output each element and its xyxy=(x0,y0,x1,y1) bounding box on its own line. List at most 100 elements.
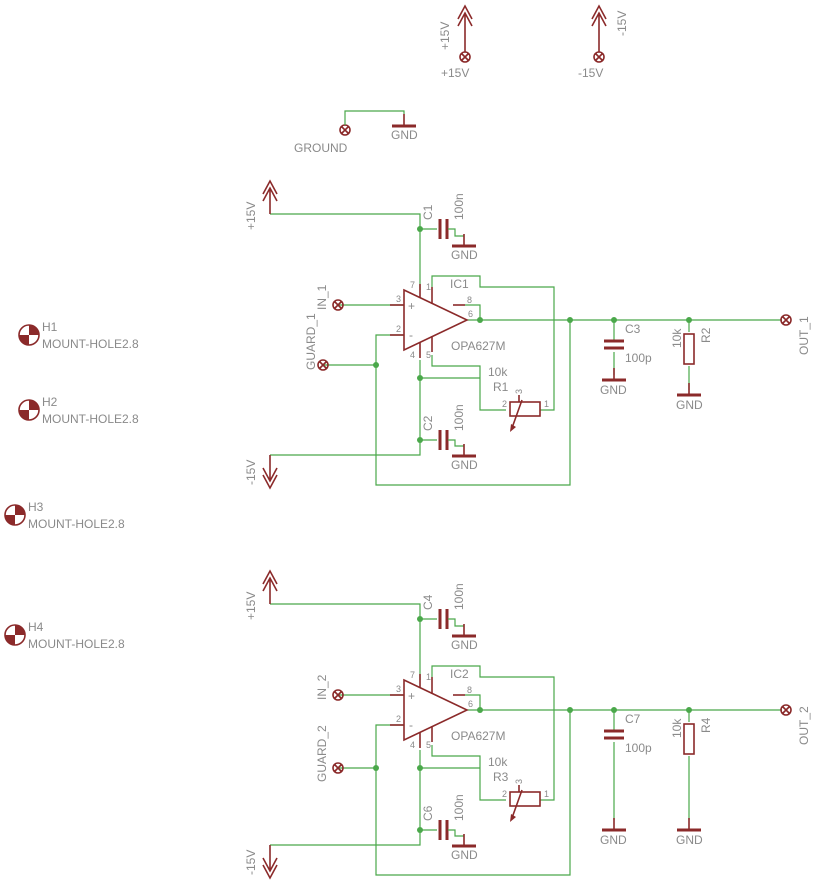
capacitor-c1: C1 100n GND xyxy=(421,193,478,262)
r3-value: 10k xyxy=(488,755,508,769)
supply-plus15-label: +15V xyxy=(441,66,469,80)
ic2-pin2: 2 xyxy=(396,714,401,724)
r3-label: R3 xyxy=(493,770,509,784)
r3-pin3: 3 xyxy=(514,779,524,784)
mount-hole-value: MOUNT-HOLE2.8 xyxy=(42,337,139,351)
resistor-r4: 10k R4 GND xyxy=(670,717,713,847)
r1-pin1: 1 xyxy=(544,399,549,409)
ic2-pin4: 4 xyxy=(410,740,415,750)
mount-hole-h2: H2 MOUNT-HOLE2.8 xyxy=(18,395,139,426)
ic1-pin2: 2 xyxy=(396,324,401,334)
mount-hole-value: MOUNT-HOLE2.8 xyxy=(28,637,125,651)
ch2-plus15-label: +15V xyxy=(244,592,258,620)
ch1-plus15-supply: +15V xyxy=(244,180,278,230)
ic2-plus-sign: + xyxy=(408,689,415,703)
ch2-in-label: IN_2 xyxy=(315,674,329,700)
ic2-label: IC2 xyxy=(450,667,469,681)
c7-label: C7 xyxy=(625,712,641,726)
ic1-pin1: 1 xyxy=(426,282,431,292)
ic2-pin8: 8 xyxy=(467,685,472,695)
channel-2-wires xyxy=(270,603,782,876)
ic2-value: OPA627M xyxy=(451,729,505,743)
ch1-minus15-label: -15V xyxy=(244,460,258,485)
r4-gnd-label: GND xyxy=(676,833,703,847)
ch2-plus15-supply: +15V xyxy=(244,570,278,620)
capacitor-c2: C2 100n GND xyxy=(421,404,478,472)
r1-pin2: 2 xyxy=(502,399,507,409)
ch1-guard-label: GUARD_1 xyxy=(304,313,318,370)
opamp-ic1: + - 3 2 7 4 1 5 8 6 IC1 OPA627M xyxy=(390,277,505,360)
ch2-out-label: OUT_2 xyxy=(797,706,811,745)
c7-gnd-label: GND xyxy=(600,833,627,847)
mount-hole-h3: H3 MOUNT-HOLE2.8 xyxy=(4,500,125,531)
c3-label: C3 xyxy=(625,322,641,336)
ch2-minus15-label: -15V xyxy=(244,850,258,875)
channel-1: +15V -15V C1 100n GND C2 100n GND xyxy=(244,180,811,489)
potentiometer-r3: 2 1 3 10k R3 xyxy=(488,755,549,822)
r2-value: 10k xyxy=(670,328,684,348)
supply-plus15: +15V +15V xyxy=(438,5,473,80)
c6-gnd-label: GND xyxy=(451,848,478,862)
mount-hole-value: MOUNT-HOLE2.8 xyxy=(28,517,125,531)
c2-gnd-label: GND xyxy=(451,458,478,472)
c2-value: 100n xyxy=(452,404,466,431)
mount-hole-name: H1 xyxy=(42,320,58,334)
c4-value: 100n xyxy=(452,583,466,610)
ic2-pin5: 5 xyxy=(426,740,431,750)
ic2-pin1: 1 xyxy=(426,672,431,682)
ground-connector: GROUND GND xyxy=(294,110,418,155)
r3-pin1: 1 xyxy=(544,789,549,799)
ic2-minus-sign: - xyxy=(409,718,413,732)
c2-label: C2 xyxy=(421,415,435,431)
c4-gnd-label: GND xyxy=(451,638,478,652)
c1-value: 100n xyxy=(452,193,466,220)
c4-label: C4 xyxy=(421,594,435,610)
ic1-pin6: 6 xyxy=(468,309,473,319)
ic2-pin3: 3 xyxy=(396,684,401,694)
r2-gnd-label: GND xyxy=(676,398,703,412)
r1-label: R1 xyxy=(493,380,509,394)
c7-value: 100p xyxy=(625,741,652,755)
c1-label: C1 xyxy=(421,204,435,220)
mount-hole-name: H2 xyxy=(42,395,58,409)
ic1-pin4: 4 xyxy=(410,350,415,360)
mount-hole-name: H3 xyxy=(28,500,44,514)
ic1-pin3: 3 xyxy=(396,294,401,304)
supply-minus15-label: -15V xyxy=(578,66,603,80)
r3-pin2: 2 xyxy=(502,789,507,799)
ic1-pin7: 7 xyxy=(410,280,415,290)
resistor-r2: 10k R2 GND xyxy=(670,327,713,412)
gnd-label: GND xyxy=(391,128,418,142)
ch2-guard-label: GUARD_2 xyxy=(315,725,329,782)
c6-label: C6 xyxy=(421,805,435,821)
capacitor-c3: C3 100p GND xyxy=(600,322,652,397)
r4-label: R4 xyxy=(699,717,713,733)
mount-hole-value: MOUNT-HOLE2.8 xyxy=(42,412,139,426)
c3-value: 100p xyxy=(625,351,652,365)
ic2-pin7: 7 xyxy=(410,670,415,680)
supply-plus15-rot-label: +15V xyxy=(438,22,452,50)
mount-hole-name: H4 xyxy=(28,620,44,634)
ic1-pin8: 8 xyxy=(467,295,472,305)
c6-value: 100n xyxy=(452,794,466,821)
capacitor-c4: C4 100n GND xyxy=(421,583,478,652)
opamp-ic2: + - 3 2 7 4 1 5 8 6 IC2 OPA627M xyxy=(390,667,505,750)
ic1-minus-sign: - xyxy=(409,328,413,342)
r2-label: R2 xyxy=(699,327,713,343)
ic1-label: IC1 xyxy=(450,277,469,291)
ic1-value: OPA627M xyxy=(451,339,505,353)
ch1-in-label: IN_1 xyxy=(315,284,329,310)
channel-2: +15V -15V C4 100n GND C6 100n GND xyxy=(244,570,811,879)
r4-value: 10k xyxy=(670,718,684,738)
capacitor-c7: C7 100p GND xyxy=(600,712,652,847)
c3-gnd-label: GND xyxy=(600,383,627,397)
capacitor-c6: C6 100n GND xyxy=(421,794,478,862)
ch1-plus15-label: +15V xyxy=(244,202,258,230)
ic1-plus-sign: + xyxy=(408,299,415,313)
r1-pin3: 3 xyxy=(514,389,524,394)
ch1-out-label: OUT_1 xyxy=(797,316,811,355)
r1-value: 10k xyxy=(488,365,508,379)
mount-hole-h1: H1 MOUNT-HOLE2.8 xyxy=(18,320,139,351)
supply-minus15-rot-label: -15V xyxy=(615,11,629,36)
